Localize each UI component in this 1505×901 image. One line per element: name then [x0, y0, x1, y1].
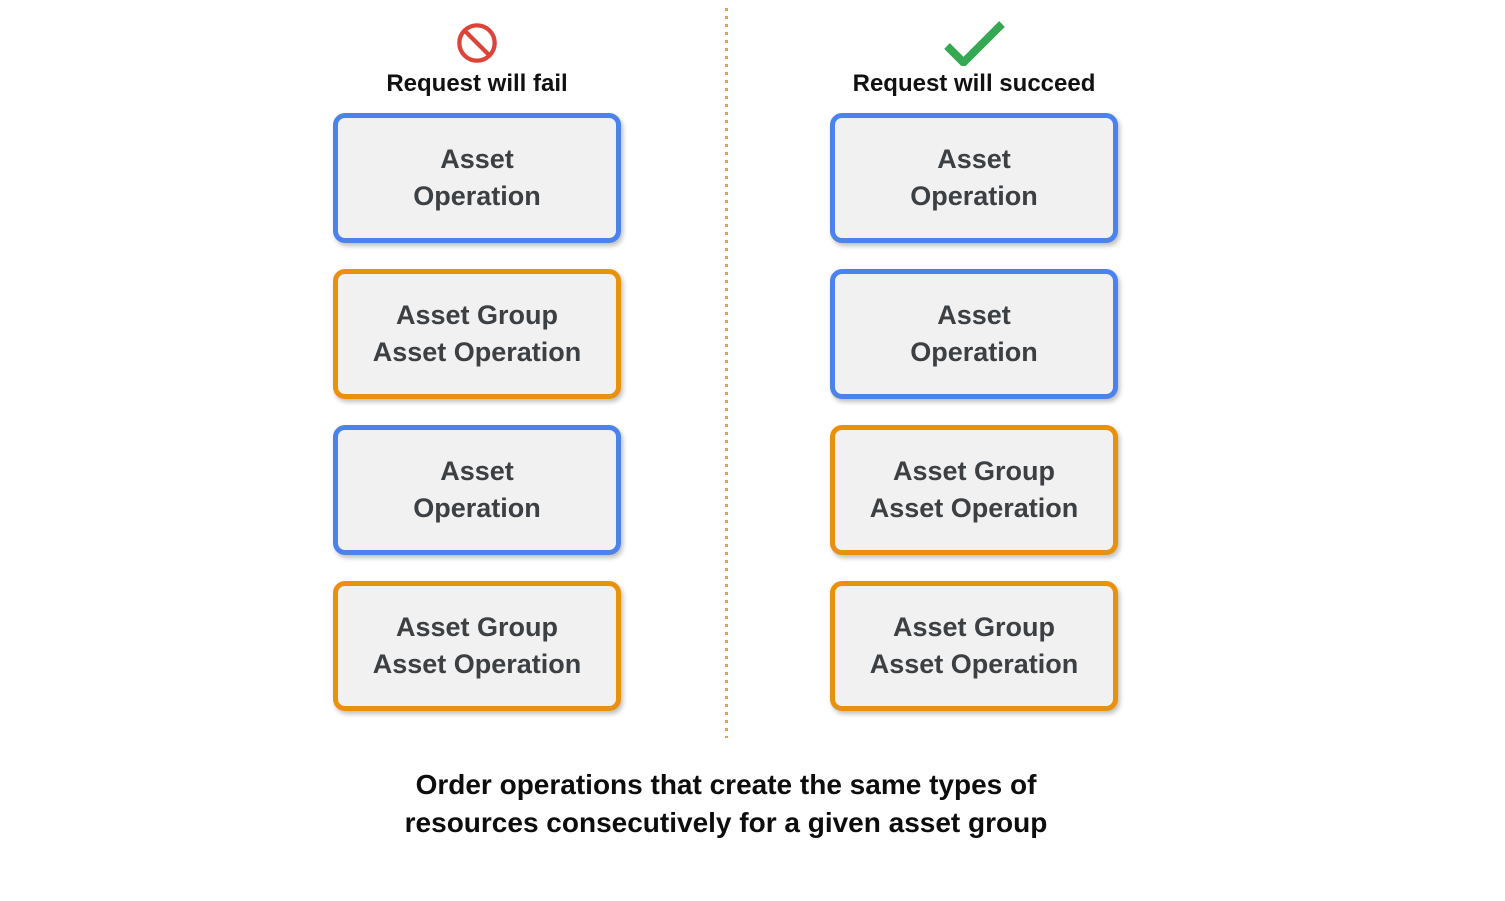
operation-box-label: Asset Operation [413, 456, 541, 523]
operation-box: Asset Group Asset Operation [333, 269, 621, 399]
operation-box: Asset Group Asset Operation [830, 425, 1118, 555]
operation-box: Asset Operation [830, 269, 1118, 399]
operation-box-label: Asset Group Asset Operation [372, 300, 582, 367]
succeed-column: Request will succeed Asset Operation Ass… [830, 20, 1118, 737]
prohibition-icon [457, 23, 497, 63]
succeed-box-list: Asset Operation Asset Operation Asset Gr… [830, 113, 1118, 737]
fail-column: Request will fail Asset Operation Asset … [333, 20, 621, 737]
operation-box-label: Asset Operation [910, 144, 1038, 211]
operation-box: Asset Operation [333, 425, 621, 555]
divider-dotted-line [725, 8, 728, 738]
checkmark-icon [944, 21, 1005, 66]
operation-box-label: Asset Group Asset Operation [869, 456, 1079, 523]
operation-box: Asset Group Asset Operation [830, 581, 1118, 711]
operation-box-label: Asset Group Asset Operation [372, 612, 582, 679]
operation-box-label: Asset Group Asset Operation [869, 612, 1079, 679]
operation-box-label: Asset Operation [910, 300, 1038, 367]
caption-text: Order operations that create the same ty… [404, 769, 1048, 838]
succeed-icon-wrap [942, 20, 1006, 66]
operation-box: Asset Operation [333, 113, 621, 243]
fail-icon-wrap [456, 20, 498, 66]
column-header-fail: Request will fail [386, 70, 568, 97]
fail-box-list: Asset Operation Asset Group Asset Operat… [333, 113, 621, 737]
column-header-succeed: Request will succeed [852, 70, 1096, 97]
operation-box: Asset Group Asset Operation [333, 581, 621, 711]
operation-box: Asset Operation [830, 113, 1118, 243]
operation-box-label: Asset Operation [413, 144, 541, 211]
